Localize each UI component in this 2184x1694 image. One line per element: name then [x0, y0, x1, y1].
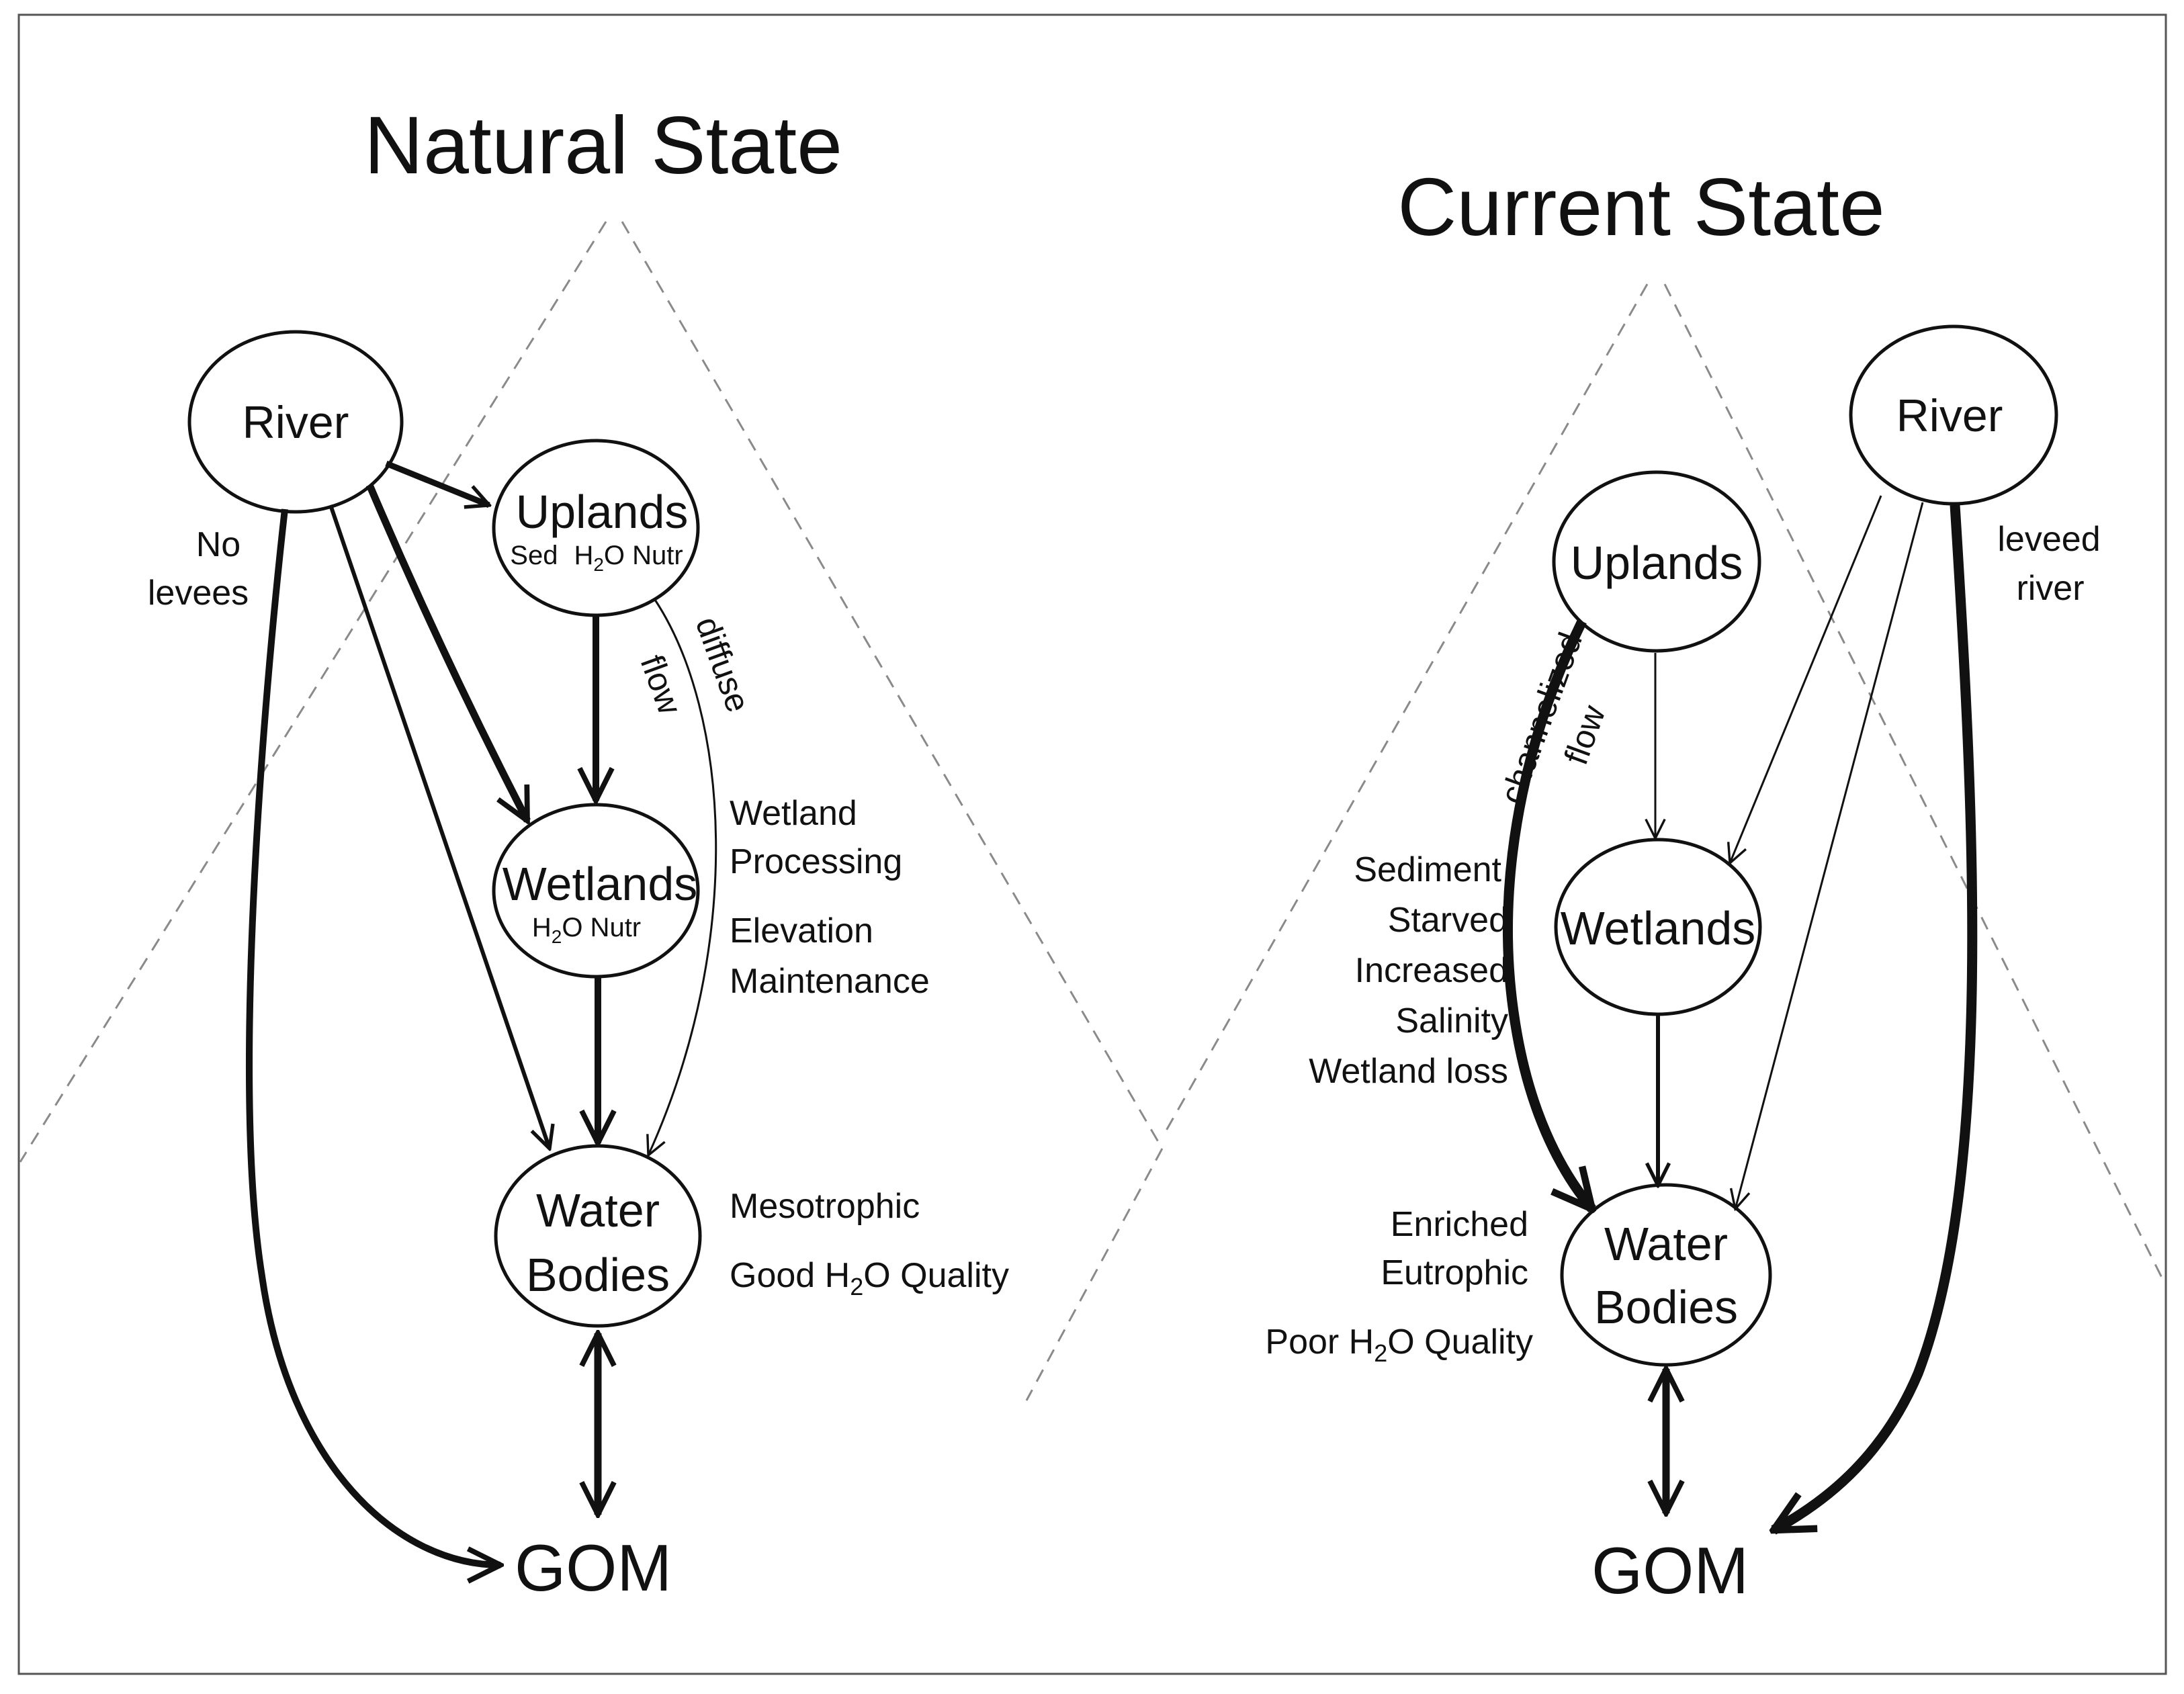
natural-wetland-processing-line1: Wetland [730, 794, 857, 833]
current-increased-label: Increased [1355, 951, 1508, 990]
natural-arrow-river-gom [246, 508, 500, 1565]
current-arrow-uplands-water-channelized [1503, 619, 1592, 1209]
natural-guide-left [19, 221, 607, 1163]
frame [17, 13, 2167, 1675]
current-sediment-label: Sediment [1354, 850, 1501, 889]
natural-arrow-uplands-water-diffuse [648, 599, 717, 1155]
current-arrow-river-gom-leveed [1774, 504, 1978, 1535]
current-water-label: Water [1604, 1218, 1728, 1270]
current-leveed-line2: river [2016, 569, 2084, 608]
current-starved-label: Starved [1388, 901, 1508, 940]
natural-wetlands-sublabel: H2O Nutr [532, 913, 641, 947]
current-leveed-line1: leveed [1997, 520, 2100, 559]
current-arrow-river-water [1735, 502, 1924, 1209]
current-guide-left [1162, 283, 1649, 1136]
natural-guide-lower [1025, 1148, 1164, 1401]
natural-flow-label: flow [633, 650, 689, 720]
natural-no-levees-line2: levees [148, 574, 249, 613]
current-uplands-label: Uplands [1571, 537, 1743, 589]
natural-guide-right [621, 221, 1164, 1149]
current-wetlands-label: Wetlands [1561, 902, 1756, 954]
current-state-panel: Current State Uplands River Wetlands Wat… [1265, 161, 2100, 1607]
natural-arrow-river-wetlands [365, 483, 531, 821]
natural-mesotrophic-label: Mesotrophic [730, 1187, 920, 1226]
current-uplands-node [1552, 470, 1761, 653]
current-guide-right [1663, 283, 2166, 1284]
natural-wetlands-label: Wetlands [503, 858, 698, 910]
natural-elevation-line1: Elevation [730, 911, 873, 950]
current-salinity-label: Salinity [1395, 1001, 1508, 1040]
natural-uplands-node [492, 439, 700, 617]
current-water-bodies-node [1560, 1183, 1772, 1367]
current-flow-label: flow [1557, 700, 1613, 770]
natural-river-node [187, 330, 404, 514]
current-title: Current State [1397, 161, 1885, 253]
natural-quality-label: Good H2O Quality [730, 1256, 1009, 1300]
natural-wetland-processing-line2: Processing [730, 842, 902, 881]
natural-elevation-line2: Maintenance [730, 962, 930, 1001]
current-enriched-label: Enriched [1391, 1205, 1528, 1244]
current-wetland-loss-label: Wetland loss [1309, 1052, 1508, 1091]
current-gom-label: GOM [1591, 1533, 1749, 1607]
natural-arrow-river-uplands [385, 460, 489, 505]
natural-wetlands-node [492, 803, 700, 979]
natural-gom-label: GOM [515, 1531, 672, 1605]
natural-water-label: Water [536, 1184, 660, 1237]
natural-uplands-label: Uplands [516, 486, 689, 538]
natural-river-label: River [243, 397, 349, 448]
current-river-label: River [1896, 390, 2003, 441]
natural-no-levees-line1: No [196, 525, 241, 564]
current-eutrophic-label: Eutrophic [1381, 1253, 1528, 1292]
current-arrow-river-wetlands [1730, 495, 1882, 863]
current-river-node [1849, 324, 2058, 506]
natural-arrow-river-water [329, 504, 550, 1149]
natural-bodies-label: Bodies [526, 1249, 670, 1301]
guide-lines [19, 221, 2166, 1401]
current-quality-label: Poor H2O Quality [1265, 1323, 1533, 1367]
natural-title: Natural State [364, 99, 842, 191]
current-bodies-label: Bodies [1594, 1281, 1738, 1333]
